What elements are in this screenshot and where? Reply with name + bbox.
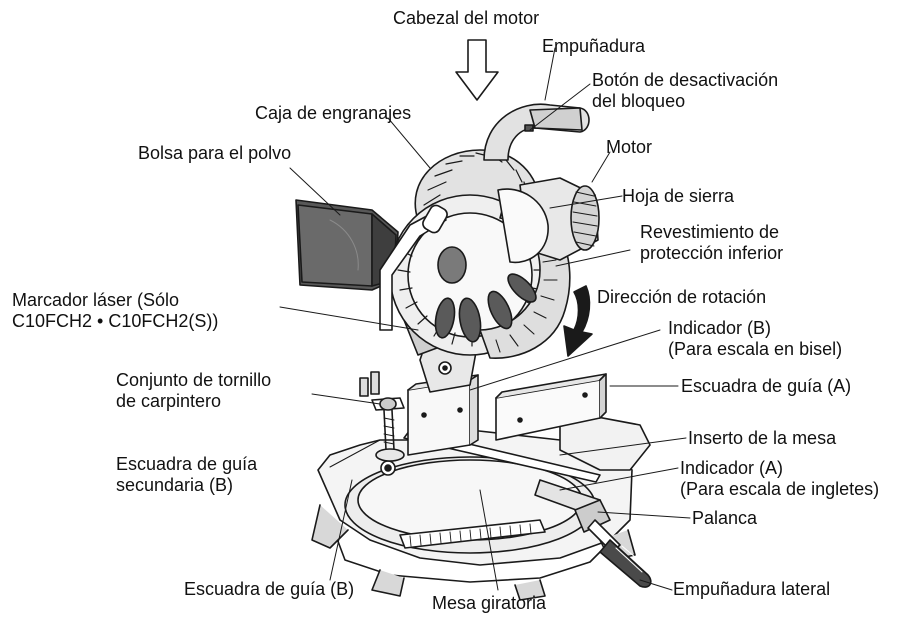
label-dust-bag: Bolsa para el polvo (138, 143, 292, 163)
label-rotation-direction: Dirección de rotación (597, 287, 767, 307)
label-guide-fence-a: Escuadra de guía (A) (681, 376, 852, 396)
label-indicator-a: Indicador (A)(Para escala de ingletes) (680, 458, 880, 499)
label-lever: Palanca (692, 508, 758, 528)
label-side-handle: Empuñadura lateral (673, 579, 831, 599)
handle-shape (483, 103, 590, 161)
leader-lines (279, 47, 691, 591)
label-indicator-b: Indicador (B)(Para escala en bisel) (668, 318, 843, 359)
side-handle (574, 499, 652, 588)
label-turntable: Mesa giratoria (432, 593, 547, 613)
rotation-arrow-icon (563, 285, 593, 357)
turntable-shape (344, 429, 601, 554)
label-table-insert: Inserto de la mesa (688, 428, 837, 448)
blade-cover-plate (497, 188, 549, 264)
label-motor: Motor (606, 137, 653, 157)
label-motor-head: Cabezal del motor (393, 8, 540, 28)
vise-assembly (359, 371, 405, 462)
guide-fence-a (495, 373, 607, 441)
label-gear-case: Caja de engranajes (255, 103, 412, 123)
down-arrow-icon (455, 39, 499, 101)
label-handle: Empuñadura (542, 36, 646, 56)
label-saw-blade: Hoja de sierra (622, 186, 735, 206)
label-guide-fence-b: Escuadra de guía (B) (184, 579, 355, 599)
